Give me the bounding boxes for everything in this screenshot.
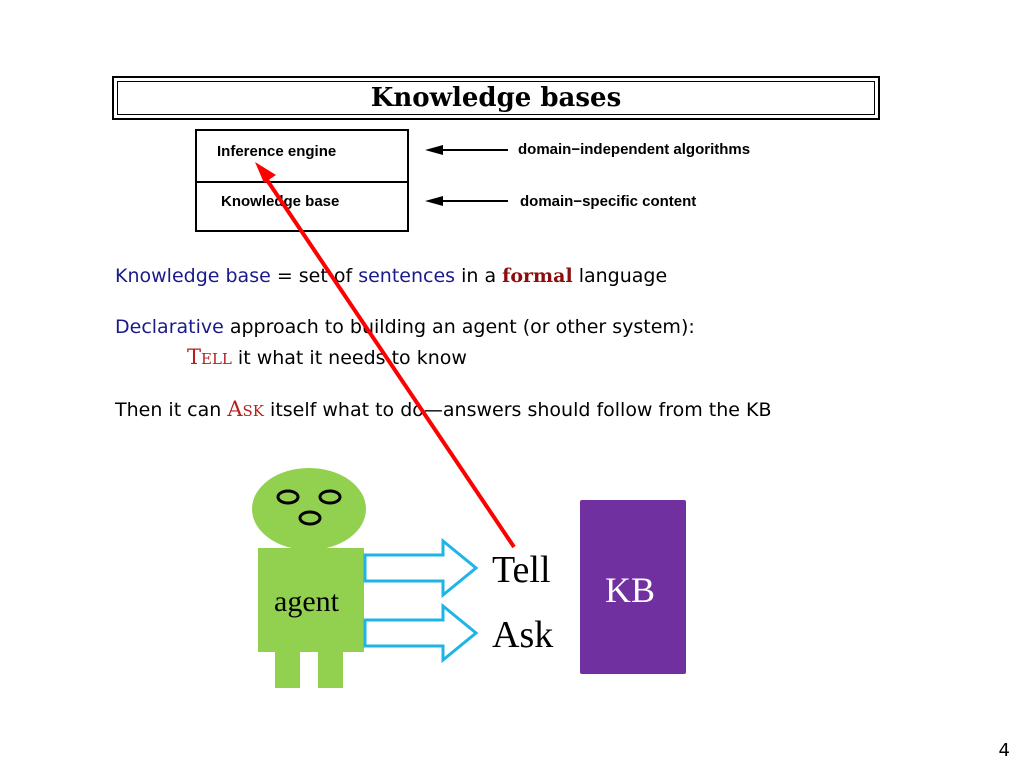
agent-mouth — [298, 510, 322, 526]
term-tell: Tell — [187, 345, 232, 369]
top-description: domain−independent algorithms — [518, 141, 751, 158]
tell-arrow — [363, 537, 479, 599]
text-then: Then it can — [115, 399, 228, 421]
ask-arrow — [363, 602, 479, 664]
text-language: language — [572, 265, 668, 287]
tell-label: Tell — [492, 549, 551, 591]
body-line-3: Tell it what it needs to know — [187, 345, 467, 369]
bottom-description: domain−specific content — [520, 193, 697, 210]
agent-head — [252, 468, 366, 550]
term-formal: formal — [502, 265, 573, 287]
term-declarative: Declarative — [115, 316, 224, 338]
text-in-a: in a — [455, 265, 503, 287]
slide-title-frame: Knowledge bases — [112, 76, 880, 120]
body-line-1: Knowledge base = set of sentences in a f… — [115, 265, 667, 287]
annotation-line — [261, 172, 516, 549]
text-approach: approach to building an agent (or other … — [223, 316, 695, 338]
kb-label: KB — [605, 570, 656, 610]
agent-eye-left — [276, 489, 300, 505]
equals-sign: = — [270, 265, 299, 287]
agent-body — [258, 548, 364, 652]
inference-engine-label: Inference engine — [217, 143, 337, 160]
text-tell-rest: it what it needs to know — [231, 347, 467, 369]
text-set-of: set of — [298, 265, 359, 287]
term-ask: Ask — [227, 397, 265, 421]
agent-eye-right — [318, 489, 342, 505]
text-ask-rest: itself what to do—answers should follow … — [264, 399, 772, 421]
term-knowledge-base: Knowledge base — [115, 265, 271, 287]
arrow-left-icon — [425, 145, 443, 155]
arrow-line-bottom — [440, 200, 508, 202]
agent-leg-left — [275, 652, 300, 688]
arrow-line-top — [440, 149, 508, 151]
agent-label: agent — [274, 585, 339, 618]
agent-leg-right — [318, 652, 343, 688]
body-line-4: Then it can Ask itself what to do—answer… — [115, 397, 772, 421]
body-line-2: Declarative approach to building an agen… — [115, 316, 695, 338]
page-number: 4 — [998, 740, 1010, 761]
kb-box — [580, 500, 686, 674]
table-divider — [197, 181, 407, 183]
term-sentences: sentences — [358, 265, 456, 287]
arrow-left-icon — [425, 196, 443, 206]
slide-title: Knowledge bases — [117, 81, 875, 115]
ask-label: Ask — [492, 614, 554, 656]
annotation-arrowhead-icon — [255, 162, 276, 183]
